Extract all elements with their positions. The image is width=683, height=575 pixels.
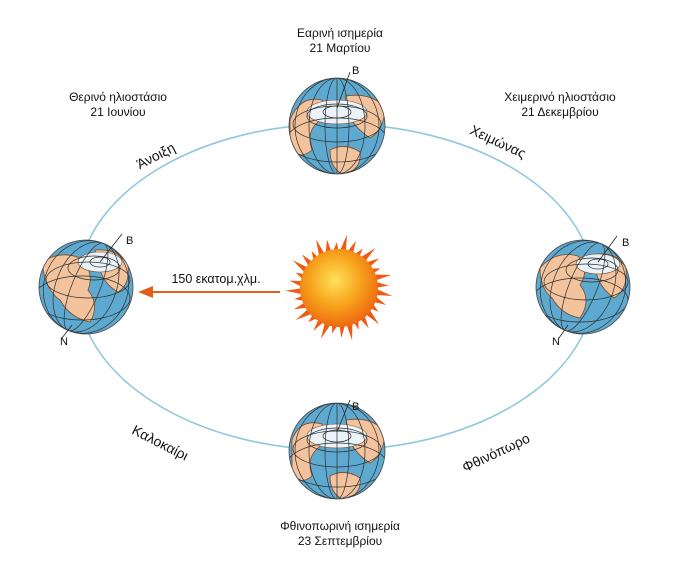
label-autumn-equinox-date: 23 Σεπτεμβρίου bbox=[298, 534, 382, 548]
pole-label-north-right: B bbox=[622, 237, 629, 249]
distance-label: 150 εκατομ.χλμ. bbox=[171, 272, 260, 286]
pole-label-north-bottom: B bbox=[352, 401, 359, 413]
label-winter-solstice: Χειμερινό ηλιοστάσιο bbox=[504, 90, 616, 104]
season-label-winter: Χειμώνας bbox=[468, 122, 529, 162]
season-label-summer: Καλοκαίρι bbox=[129, 422, 191, 464]
sun bbox=[285, 234, 393, 341]
earth-globe-left bbox=[38, 233, 134, 339]
distance-arrow bbox=[138, 286, 280, 298]
earth-globe-top bbox=[288, 71, 386, 175]
label-winter-solstice-date: 21 Δεκεμβρίου bbox=[521, 105, 598, 119]
pole-label-north-top: B bbox=[352, 65, 359, 77]
season-label-autumn: Φθινόπωρο bbox=[460, 430, 533, 475]
label-autumn-equinox: Φθινοπωρινή ισημερία bbox=[280, 519, 400, 533]
pole-label-north-left: B bbox=[126, 235, 133, 247]
label-spring-equinox-date: 21 Μαρτίου bbox=[310, 41, 371, 55]
earth-globe-bottom bbox=[288, 399, 386, 500]
pole-label-south-left: N bbox=[60, 336, 68, 348]
earth-globe-right bbox=[535, 235, 631, 339]
season-label-spring: Άνοιξη bbox=[134, 139, 178, 172]
label-summer-solstice: Θερινό ηλιοστάσιο bbox=[69, 90, 167, 104]
label-spring-equinox: Εαρινή ισημερία bbox=[297, 26, 383, 40]
pole-label-south-right: N bbox=[552, 336, 560, 348]
label-summer-solstice-date: 21 Ιουνίου bbox=[90, 105, 145, 119]
